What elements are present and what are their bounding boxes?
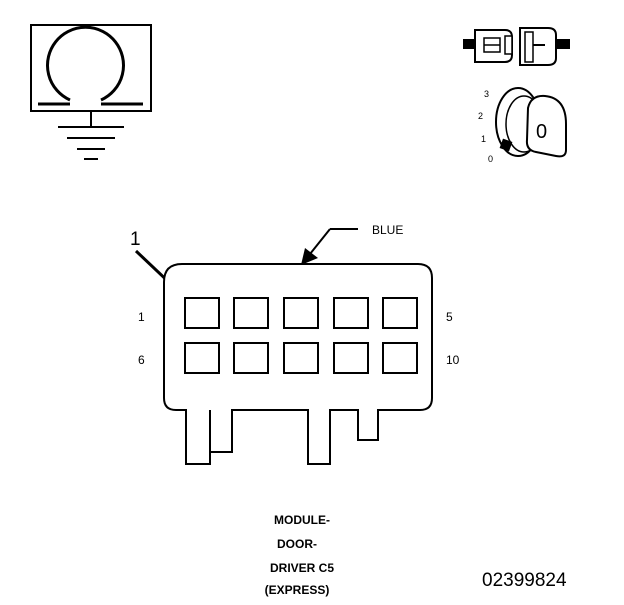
figure-number: 02399824 xyxy=(482,570,567,591)
pin-label-10: 10 xyxy=(446,353,460,367)
cavity-7 xyxy=(233,342,269,374)
connector-caption: MODULE- DOOR- DRIVER C5 (EXPRESS) xyxy=(265,513,335,597)
pin-label-6: 6 xyxy=(138,353,145,367)
ignition-position-0: 0 xyxy=(488,154,493,164)
cavity-10 xyxy=(382,342,418,374)
cavity-2 xyxy=(233,297,269,329)
cavity-1 xyxy=(184,297,220,329)
caption-line-2: DOOR- xyxy=(277,537,317,551)
connector-color-label: BLUE xyxy=(372,223,403,237)
ground-icon xyxy=(58,111,124,160)
caption-line-3: DRIVER C5 xyxy=(270,561,334,575)
ignition-position-1: 1 xyxy=(481,134,486,144)
cavity-4 xyxy=(333,297,369,329)
cavity-row-bottom xyxy=(184,342,418,374)
connector-plug-icon xyxy=(463,27,570,66)
pin-label-1: 1 xyxy=(138,310,145,324)
ignition-position-3: 3 xyxy=(484,89,489,99)
cavity-6 xyxy=(184,342,220,374)
caption-line-4: (EXPRESS) xyxy=(265,583,330,597)
caption-line-1: MODULE- xyxy=(274,513,330,527)
cavity-9 xyxy=(333,342,369,374)
cavity-8 xyxy=(283,342,319,374)
ignition-key-icon: 3 2 1 0 0 xyxy=(478,87,567,164)
cavity-3 xyxy=(283,297,319,329)
callout-number: 1 xyxy=(130,229,141,250)
cavity-5 xyxy=(382,297,418,329)
ohm-symbol-icon xyxy=(30,24,152,112)
cavity-row-top xyxy=(184,297,418,329)
pin-label-5: 5 xyxy=(446,310,453,324)
ignition-position-2: 2 xyxy=(478,111,483,121)
ignition-key-label: 0 xyxy=(536,121,547,143)
color-callout: BLUE xyxy=(301,223,403,265)
